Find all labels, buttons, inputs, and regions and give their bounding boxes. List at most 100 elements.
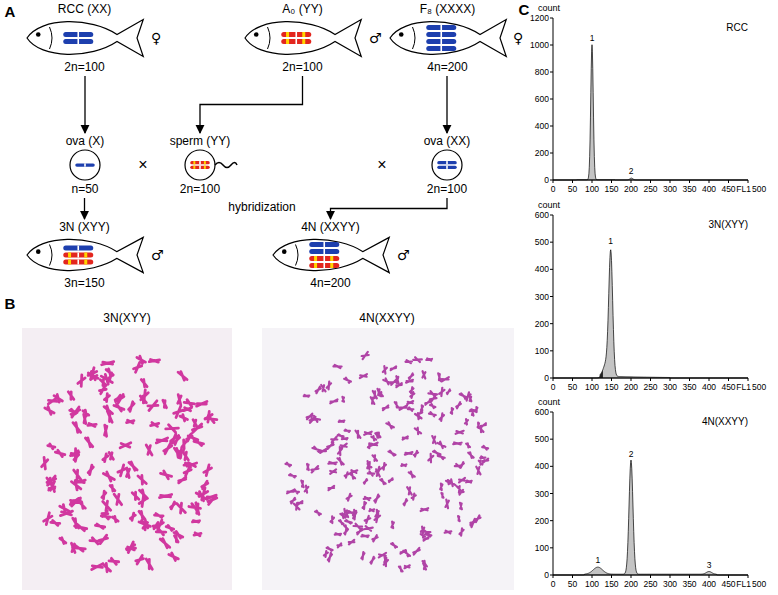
chromosome-spot [104,394,109,402]
tick-label: 450 [721,579,735,589]
fish-outline [22,234,147,276]
tick-label: 500 [752,579,766,589]
chromosome-spot [44,513,52,525]
chromosome [63,253,93,258]
axis-tick [550,215,553,216]
fish-body [273,237,389,272]
node-title: 4N (XXYY) [301,220,360,234]
chromosome-spot [127,542,135,553]
chromosome-band [286,32,289,37]
chromosome-spot [151,423,159,427]
chromosome-spot [479,427,484,432]
fish-gill [296,245,299,266]
tick-label: 400 [702,184,716,194]
tick-label: 400 [535,461,549,471]
axis-tick [553,378,554,381]
tick-label: 100 [585,382,599,392]
chromosome-spot [208,495,217,504]
tick-label: 50 [568,184,577,194]
axis-tick [670,378,671,381]
micrograph [22,328,232,590]
fish-eye [36,249,41,254]
cross-symbol: × [377,156,386,174]
chromosome-spot [75,524,87,530]
chromosome [63,32,93,37]
chromosome [281,32,311,37]
sex-symbol: ♀ [513,30,523,46]
node-title: sperm (YY) [170,134,231,148]
chromosome-spot [360,374,367,378]
chromosome [309,256,339,261]
chromosome-spot [363,502,366,509]
chromosome-spot [114,404,124,411]
chromosome-spot [103,563,111,571]
axis-title: FL1 [736,382,751,392]
chromosome-count: n=50 [71,182,98,196]
chromosome-spot [99,386,106,393]
chromosome-spot [404,565,409,568]
fish-node: A₀ (YY)2n=100 [240,2,365,74]
centromere [77,246,79,251]
arrow-connector [200,76,303,133]
sex-symbol: ♀ [151,30,161,46]
chromosome-spot [422,371,425,378]
chromosome-spot [370,443,377,446]
axis-tick [650,575,651,578]
gamete-node: sperm (YY)2n=100 [160,134,240,196]
chromosome-spot [148,401,158,411]
chromosome-spot [361,535,368,537]
chromosome-spot [453,442,461,444]
cell-outline [50,148,120,182]
chromosome-spot [174,536,178,542]
node-title: RCC (XX) [58,2,111,16]
chromosome-spot [333,365,341,368]
axis-tick [553,180,554,183]
chromosome-spot [415,413,421,419]
fish-gill [50,27,53,49]
tick-label: 100 [535,543,549,553]
tick-label: 0 [544,175,549,185]
chromosome-spot [164,443,172,454]
chromosome-spot [373,455,377,461]
chromosome-spot [395,402,399,407]
chromosome-spot [193,420,197,427]
chromosome-spot [180,415,188,421]
tick-label: 600 [535,94,549,104]
chromosome-spot [338,434,344,437]
chromosome-spot [391,522,393,529]
axis-tick [550,126,553,127]
chromosome-spot [330,469,336,474]
axis-title: count [538,200,560,210]
tick-label: 200 [624,184,638,194]
chromosome-spot [92,564,103,570]
chromosome-spot [409,373,413,379]
chromosome-spot [88,465,93,474]
fish-gill [50,245,53,266]
chromosome-spot [103,472,114,481]
axis-tick [550,45,553,46]
chromosome-spot [372,535,377,541]
chromosome-spot [391,543,397,548]
chromosome-spot [204,465,212,476]
chromosome-spot [365,516,371,523]
tick-label: 500 [535,434,549,444]
arrow-connector [446,76,447,133]
axis-tick [550,547,553,548]
chromosome-spot [107,411,112,422]
chromosome-spot [85,438,92,447]
centromere [77,260,79,265]
chromosome-spot [71,499,79,506]
chromosome-band [286,39,289,44]
chromosome-spot [383,379,391,385]
chromosome-spot [396,376,398,383]
chromosome-spot [345,430,350,432]
axis-tick [611,180,612,183]
tick-label: 200 [535,516,549,526]
chromosome-spot [102,491,106,499]
chromosome-spot [379,392,382,396]
plot-axes [553,215,748,378]
chromosome-spot [480,456,485,458]
chromosome [75,163,95,166]
centromere [77,253,79,258]
chromosome-spot [379,553,386,558]
